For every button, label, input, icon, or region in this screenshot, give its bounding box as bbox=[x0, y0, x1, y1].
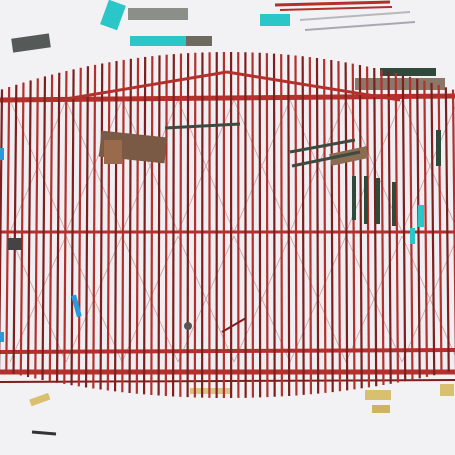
steel-column bbox=[301, 56, 305, 395]
pipe-bundle bbox=[299, 11, 411, 21]
steel-column bbox=[423, 80, 429, 377]
steel-column bbox=[308, 57, 313, 395]
steel-column bbox=[41, 76, 47, 381]
steel-column bbox=[70, 69, 75, 386]
steel-column bbox=[92, 64, 97, 389]
timber-stack bbox=[128, 8, 188, 20]
cyan-marker bbox=[418, 205, 424, 227]
cyan-tarp bbox=[130, 36, 186, 46]
steel-column bbox=[99, 63, 104, 390]
green-pipe-stack bbox=[364, 176, 368, 224]
green-pipe-stack bbox=[376, 178, 380, 224]
steel-column bbox=[19, 82, 25, 376]
small-debris bbox=[184, 322, 192, 330]
steel-column bbox=[401, 74, 407, 382]
steel-column bbox=[444, 87, 450, 372]
cyan-marker bbox=[0, 332, 4, 342]
steel-column bbox=[186, 53, 190, 398]
steel-column bbox=[323, 58, 327, 393]
horizontal-beam-lower bbox=[0, 348, 455, 354]
timber-stack bbox=[11, 33, 51, 53]
steel-column bbox=[106, 62, 111, 391]
steel-beam-loose bbox=[279, 6, 393, 11]
dark-pipe bbox=[164, 122, 241, 130]
steel-column bbox=[113, 60, 118, 392]
dark-pipe bbox=[289, 138, 356, 154]
yellow-scrap bbox=[365, 390, 391, 400]
yellow-scrap bbox=[372, 405, 390, 413]
cyan-marker bbox=[410, 228, 415, 244]
loose-rebar bbox=[221, 317, 247, 333]
dark-debris bbox=[31, 430, 57, 436]
steel-column bbox=[430, 82, 436, 376]
steel-column bbox=[344, 62, 349, 391]
roof-truss bbox=[226, 70, 401, 102]
steel-column bbox=[337, 61, 342, 392]
top-debris bbox=[11, 0, 445, 90]
pipe-bundle bbox=[304, 21, 416, 31]
cyan-marker bbox=[0, 148, 4, 160]
cyan-tarp bbox=[260, 14, 290, 26]
steel-column bbox=[135, 57, 140, 394]
steel-column bbox=[280, 54, 284, 397]
horizontal-beam-base bbox=[0, 379, 455, 383]
steel-column bbox=[373, 67, 378, 387]
bracing-line bbox=[345, 235, 403, 363]
steel-column bbox=[55, 72, 61, 383]
interior-materials bbox=[0, 122, 441, 342]
steel-column bbox=[63, 71, 68, 384]
cyan-tarp bbox=[100, 0, 126, 31]
steel-column bbox=[330, 60, 334, 393]
dark-pipe bbox=[291, 150, 361, 168]
steel-frame bbox=[0, 52, 455, 398]
steel-column bbox=[77, 67, 82, 387]
steel-column bbox=[5, 86, 11, 373]
steel-column bbox=[265, 53, 269, 398]
steel-column bbox=[287, 54, 291, 396]
steel-column bbox=[84, 66, 90, 388]
steel-column bbox=[142, 56, 147, 395]
timber-stack bbox=[355, 78, 445, 90]
dark-debris bbox=[8, 238, 22, 250]
steel-column bbox=[48, 74, 54, 382]
steel-column bbox=[358, 65, 363, 389]
steel-column bbox=[172, 54, 175, 397]
steel-column bbox=[179, 53, 183, 397]
steel-column bbox=[416, 78, 421, 379]
steel-column bbox=[365, 66, 371, 388]
steel-column bbox=[387, 71, 392, 384]
green-pipe-stack bbox=[436, 130, 441, 166]
steel-column bbox=[315, 57, 320, 394]
steel-column bbox=[12, 84, 18, 374]
steel-column bbox=[121, 59, 125, 393]
steel-column bbox=[150, 56, 154, 395]
cyan-marker bbox=[71, 294, 82, 318]
steel-column bbox=[164, 54, 168, 397]
steel-column bbox=[128, 58, 132, 393]
roof-truss bbox=[59, 70, 228, 102]
steel-column bbox=[294, 55, 298, 396]
yellow-scrap bbox=[29, 392, 51, 407]
steel-column bbox=[394, 72, 400, 383]
steel-column bbox=[34, 78, 39, 379]
steel-column bbox=[0, 89, 4, 371]
steel-column bbox=[351, 63, 356, 390]
bracing-line bbox=[121, 235, 179, 363]
green-pipe-bundle bbox=[380, 68, 436, 76]
steel-column bbox=[380, 69, 385, 386]
steel-column bbox=[451, 89, 455, 371]
timber-pile bbox=[104, 140, 122, 164]
steel-beam-loose bbox=[274, 0, 391, 7]
steel-column bbox=[272, 53, 276, 397]
timber-stack bbox=[186, 36, 212, 46]
steel-column bbox=[26, 80, 32, 378]
steel-column bbox=[157, 55, 161, 396]
bracing-line bbox=[9, 235, 67, 363]
green-pipe-stack bbox=[392, 182, 396, 226]
green-pipe-stack bbox=[352, 176, 356, 220]
yellow-scrap bbox=[440, 384, 454, 396]
